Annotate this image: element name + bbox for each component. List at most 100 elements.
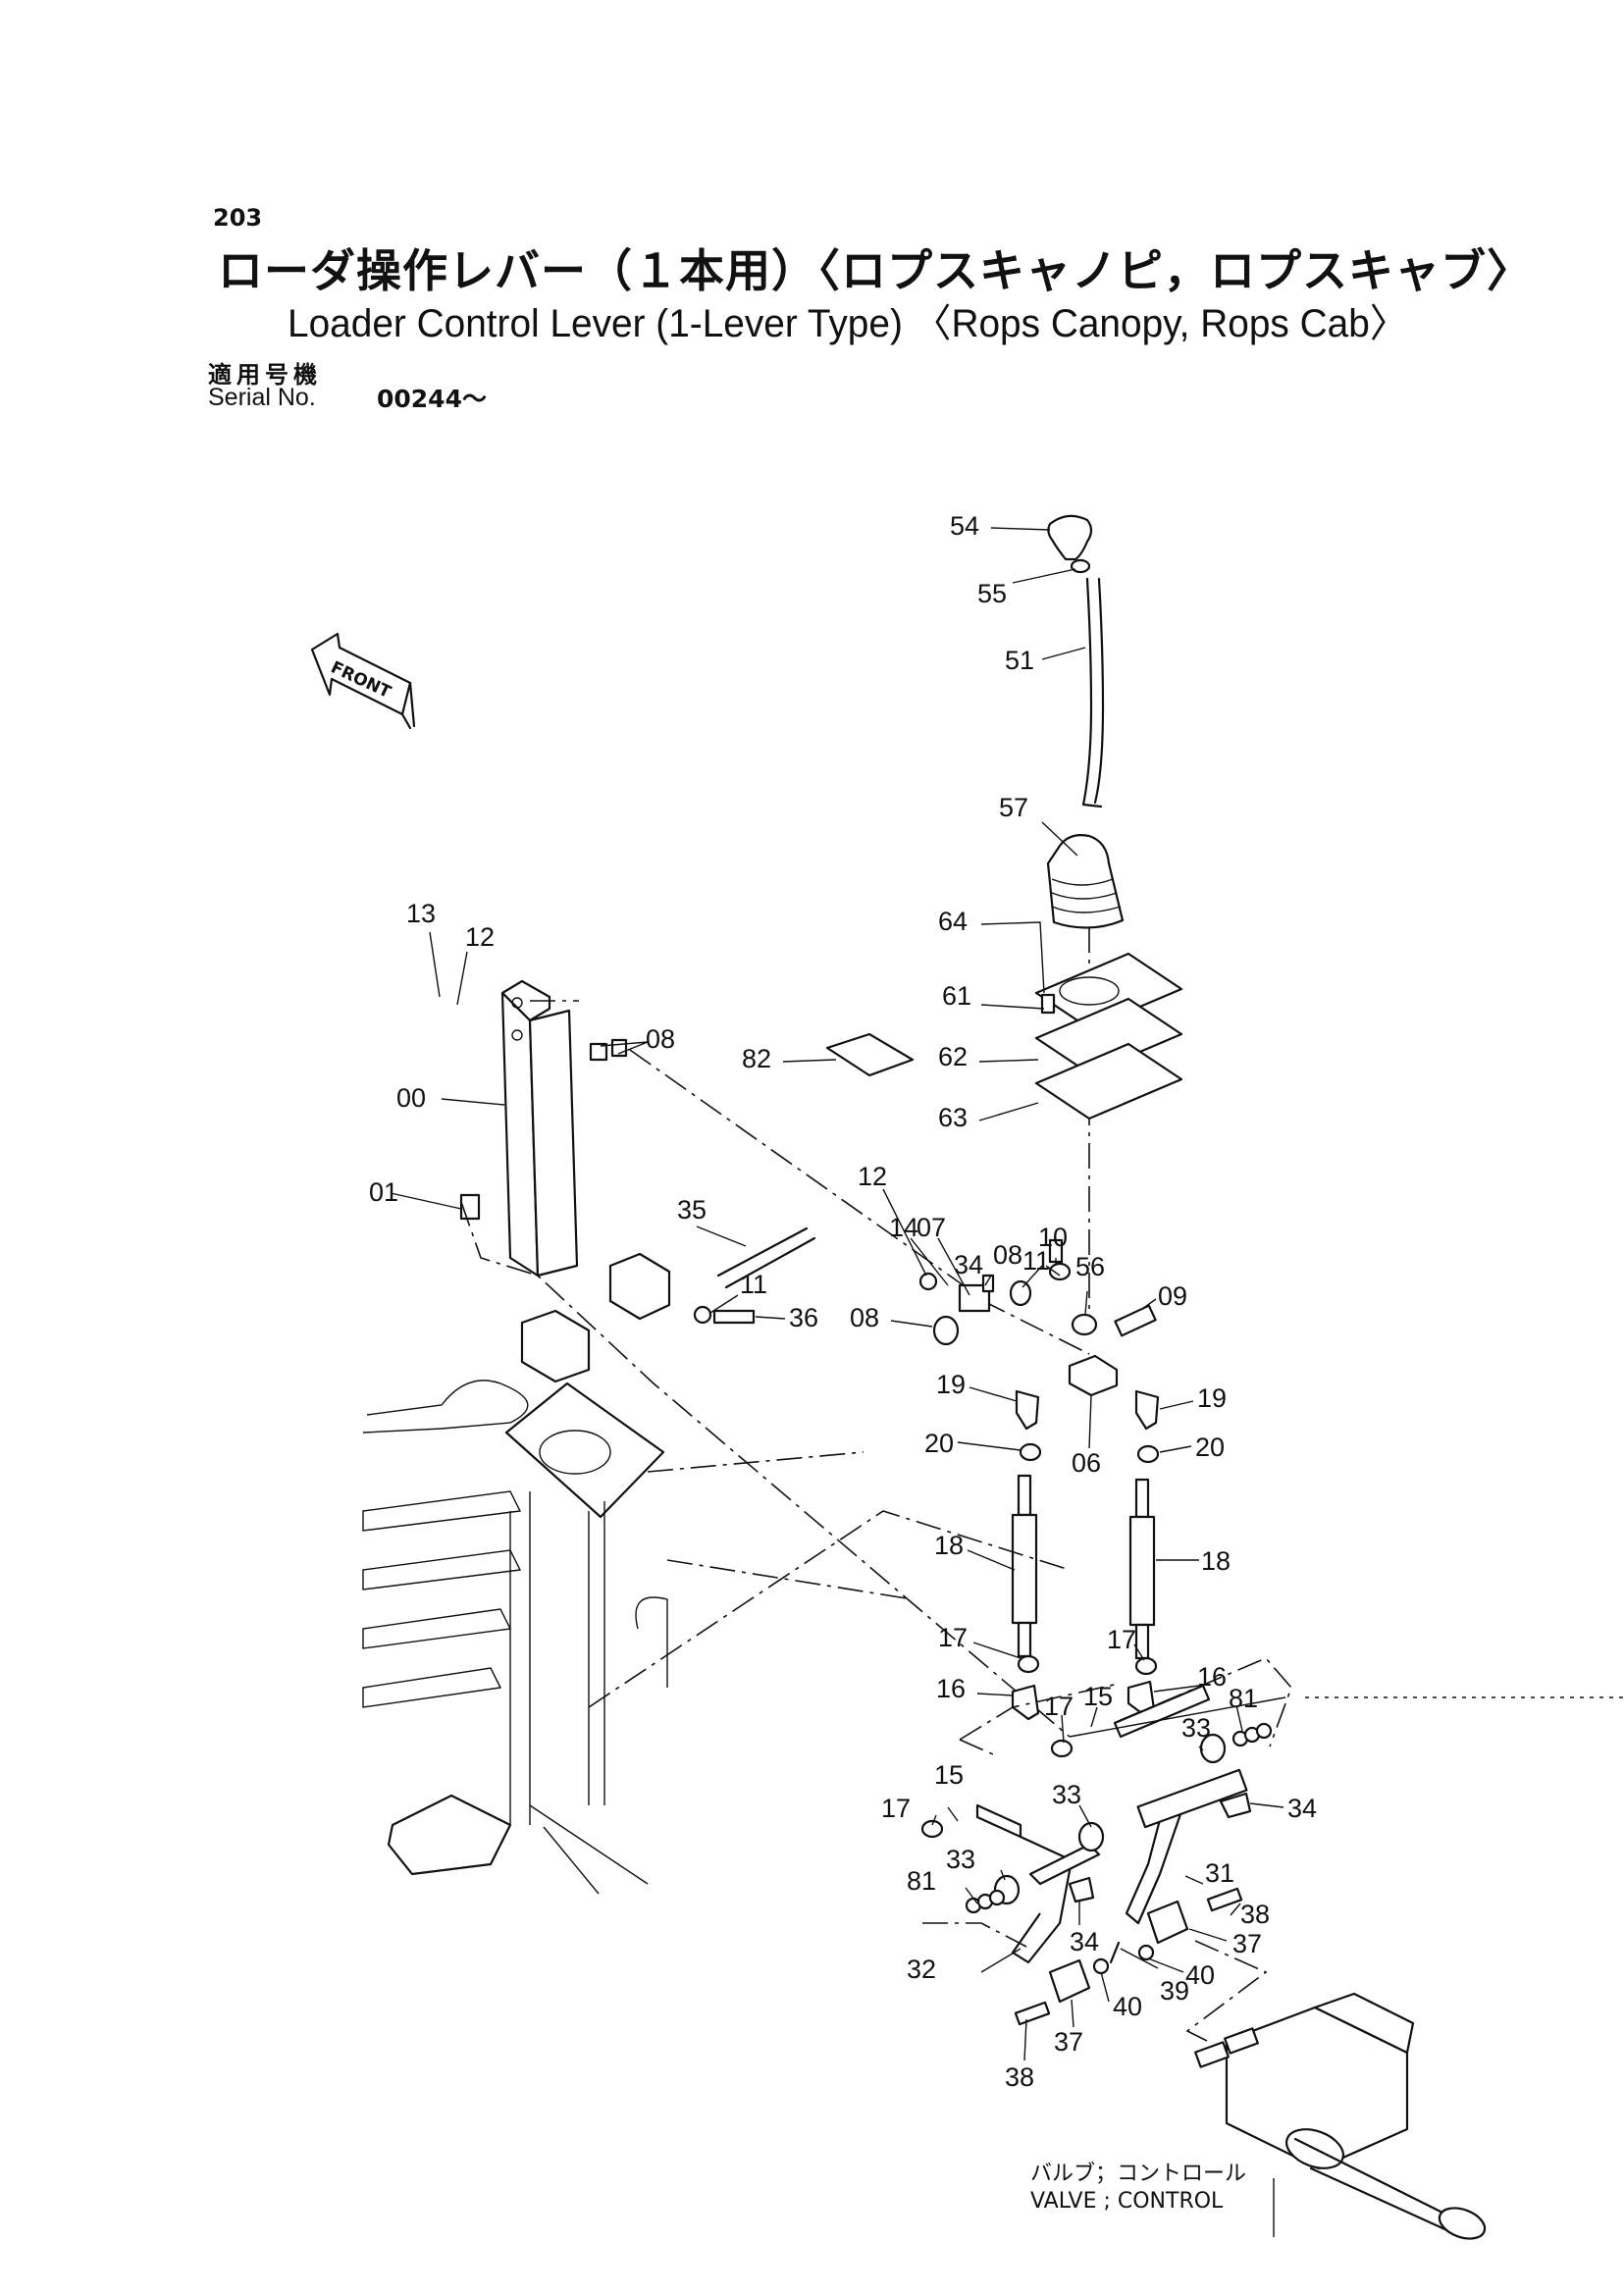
elbow-19-right bbox=[1134, 1389, 1160, 1431]
callout-19-left: 19 bbox=[936, 1370, 966, 1399]
plate-62 bbox=[1034, 997, 1183, 1075]
callout-13: 13 bbox=[406, 899, 436, 928]
plate-63 bbox=[1034, 1042, 1183, 1121]
callout-40-left: 40 bbox=[1113, 1992, 1142, 2021]
callout-12-pivot: 12 bbox=[858, 1162, 887, 1191]
callout-19-right: 19 bbox=[1197, 1383, 1227, 1413]
knob-nut bbox=[1070, 558, 1091, 574]
callout-33-mid: 33 bbox=[1052, 1780, 1081, 1809]
callout-81-lower: 81 bbox=[907, 1866, 936, 1896]
callout-20-right: 20 bbox=[1195, 1433, 1225, 1462]
callout-56: 56 bbox=[1075, 1252, 1105, 1281]
bushing-08-lower bbox=[932, 1315, 960, 1346]
serial-number-range: 00244～ bbox=[377, 385, 487, 413]
callout-35: 35 bbox=[677, 1195, 707, 1225]
rod-18-right bbox=[1128, 1515, 1156, 1627]
title-japanese: ローダ操作レバー（１本用）〈ロプスキャノピ，ロプスキャブ〉 bbox=[218, 244, 1533, 297]
callout-81-upper: 81 bbox=[1229, 1684, 1258, 1713]
valve-caption-english: VALVE ; CONTROL bbox=[1030, 2189, 1224, 2214]
control-valve bbox=[1194, 1992, 1487, 2240]
callout-61: 61 bbox=[942, 981, 971, 1011]
lever-assembly bbox=[825, 514, 1183, 1325]
control-rods bbox=[1011, 1442, 1160, 1721]
callout-57: 57 bbox=[999, 793, 1028, 822]
lever-rod bbox=[1081, 577, 1103, 808]
callout-38-left: 38 bbox=[1005, 2062, 1034, 2092]
front-arrow-icon: FRONT bbox=[310, 632, 416, 730]
pin-09 bbox=[1114, 1304, 1157, 1337]
serial-label-english: Serial No. bbox=[208, 384, 316, 411]
callout-08-lower: 08 bbox=[850, 1303, 879, 1332]
callout-33-lower: 33 bbox=[946, 1845, 975, 1874]
lever-boot bbox=[1046, 834, 1125, 929]
callout-17-lower: 17 bbox=[881, 1794, 911, 1823]
callout-20-left: 20 bbox=[924, 1429, 954, 1458]
callout-51: 51 bbox=[1005, 646, 1034, 675]
elbow-16-left bbox=[1011, 1684, 1040, 1721]
clevis-37-lower bbox=[1048, 1958, 1091, 2004]
pedal bbox=[387, 1794, 512, 1876]
callout-54: 54 bbox=[950, 511, 979, 541]
callout-18-right: 18 bbox=[1201, 1546, 1231, 1576]
callout-15-upper: 15 bbox=[1083, 1682, 1113, 1711]
bolt-36 bbox=[712, 1309, 756, 1325]
callout-06: 06 bbox=[1072, 1448, 1101, 1478]
washer-12 bbox=[918, 1272, 938, 1291]
callout-16-right: 16 bbox=[1197, 1662, 1227, 1692]
rod-18-left bbox=[1011, 1513, 1038, 1625]
bolt-01 bbox=[459, 1193, 481, 1221]
callout-01: 01 bbox=[369, 1177, 398, 1207]
callout-17-mid: 17 bbox=[1044, 1692, 1074, 1721]
serial-label-japanese: 適用号機 bbox=[208, 361, 322, 389]
callout-82: 82 bbox=[742, 1044, 771, 1073]
callout-34-pivot: 34 bbox=[954, 1250, 983, 1279]
pin-35 bbox=[716, 1226, 809, 1277]
callout-15-lower: 15 bbox=[934, 1760, 964, 1790]
callout-12: 12 bbox=[465, 922, 495, 952]
cab-frame-outline bbox=[362, 1380, 1624, 1895]
callout-00: 00 bbox=[396, 1083, 426, 1113]
cross-joint-06 bbox=[1068, 1354, 1119, 1397]
callout-17-right: 17 bbox=[1107, 1625, 1136, 1654]
callout-09: 09 bbox=[1158, 1281, 1187, 1311]
leader-lines bbox=[390, 527, 1284, 2061]
decal-82 bbox=[825, 1032, 915, 1077]
part-callouts: 54 55 51 57 64 61 62 63 82 13 12 08 00 0… bbox=[369, 511, 1317, 2092]
callout-34-right: 34 bbox=[1287, 1794, 1317, 1823]
callout-18-left: 18 bbox=[934, 1531, 964, 1560]
elbow-19-left bbox=[1015, 1389, 1040, 1431]
callout-08: 08 bbox=[646, 1024, 675, 1054]
lever-arm-32 bbox=[1028, 1843, 1101, 1886]
pin-38 bbox=[1014, 2001, 1051, 2026]
callout-37-left: 37 bbox=[1054, 2027, 1083, 2057]
callout-17-left: 17 bbox=[938, 1623, 968, 1652]
support-bracket bbox=[459, 979, 1090, 1738]
callout-31: 31 bbox=[1205, 1858, 1234, 1888]
callout-11-lower: 11 bbox=[740, 1270, 767, 1299]
callout-32: 32 bbox=[907, 1955, 936, 1984]
callout-11-pivot: 11 bbox=[1022, 1246, 1050, 1276]
page-number: 203 bbox=[213, 204, 263, 232]
callout-40-right: 40 bbox=[1185, 1960, 1215, 1990]
callout-07: 07 bbox=[917, 1213, 946, 1242]
callout-38-right: 38 bbox=[1240, 1900, 1270, 1929]
callout-08-pivot: 08 bbox=[993, 1240, 1022, 1270]
lever-arm-31 bbox=[1125, 1797, 1183, 1925]
title-english: Loader Control Lever (1-Lever Type) 〈Rop… bbox=[288, 302, 1408, 345]
callout-63: 63 bbox=[938, 1103, 968, 1132]
bolt-64 bbox=[1040, 993, 1056, 1015]
callout-36: 36 bbox=[789, 1303, 818, 1332]
callout-62: 62 bbox=[938, 1042, 968, 1071]
nut-20-right bbox=[1136, 1444, 1160, 1464]
nut-11 bbox=[1048, 1262, 1072, 1281]
cross-shaft bbox=[1136, 1768, 1248, 1829]
pivot-assembly bbox=[520, 1226, 1160, 1431]
callout-33-upper: 33 bbox=[1181, 1713, 1211, 1743]
cotter-pin-39 bbox=[1109, 1941, 1121, 1964]
callout-37-right: 37 bbox=[1232, 1929, 1262, 1958]
callout-39: 39 bbox=[1160, 1976, 1189, 2006]
lower-linkage bbox=[920, 1657, 1292, 2042]
bushing-08 bbox=[589, 1042, 608, 1062]
